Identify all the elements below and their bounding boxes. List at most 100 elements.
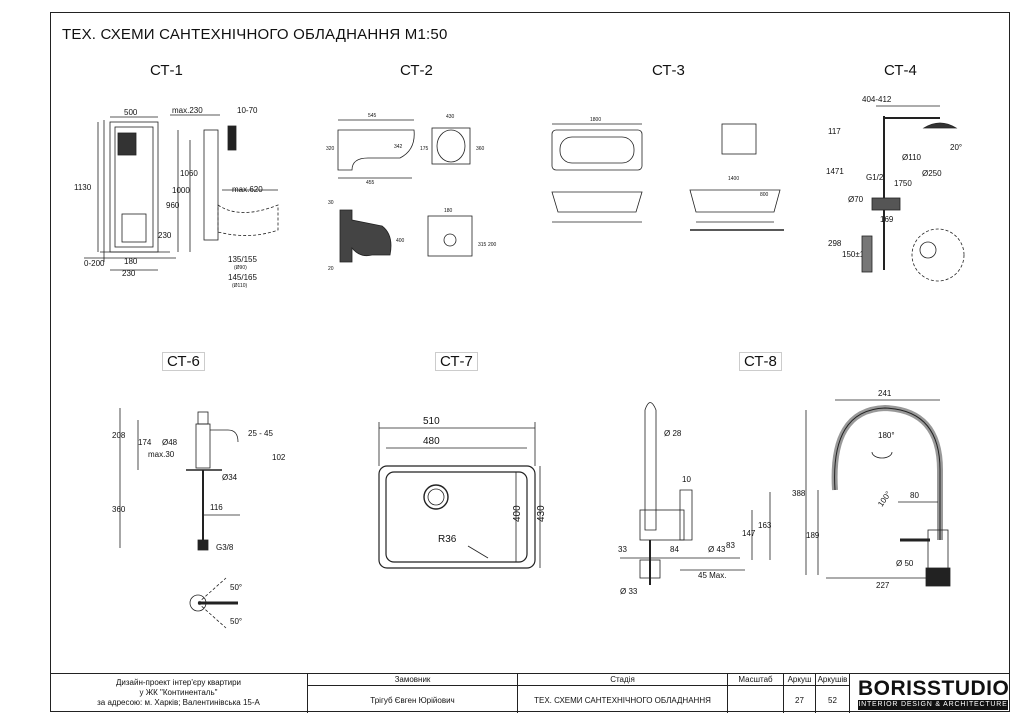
ct7-sink-outer — [378, 465, 536, 569]
ct4-dim-250: Ø250 — [922, 169, 942, 178]
ct2-dim-30: 30 — [328, 200, 334, 206]
ct2-dim-545: 545 — [368, 113, 377, 119]
ct3-bath-end-view — [721, 123, 757, 155]
ct2-dim-342: 342 — [394, 144, 403, 150]
title-block: Дизайн-проект інтер'єру квартири у ЖК "К… — [50, 673, 1010, 713]
label-ct-6: СТ-6 — [162, 352, 205, 371]
ct2-dim-320: 320 — [326, 146, 335, 152]
ct2-dim-20: 20 — [328, 266, 334, 272]
ct8a-dim-10: 10 — [682, 475, 691, 484]
stage-header: Стадія — [518, 675, 727, 686]
ct8b-dim-100deg: 100° — [876, 490, 893, 509]
ct6-fitting — [197, 539, 209, 551]
ct4-dim-70: Ø70 — [848, 195, 864, 204]
ct4-dim-150: 150±15 — [842, 250, 869, 259]
ct1-dim-230h: 230 — [122, 269, 136, 278]
ct2-dim-400: 400 — [396, 238, 405, 244]
label-ct-2: СТ-2 — [400, 62, 433, 79]
ct1-dim-230v: 230 — [158, 231, 172, 240]
ct1-dim-d90: (Ø90) — [234, 265, 247, 271]
ct6-spout — [210, 429, 239, 443]
client-cell: Замовник Трігуб Євген Юрійович — [308, 674, 518, 713]
ct8a-drawing: Ø 28 10 163 147 83 Ø 43 33 84 45 Max. Ø … — [618, 402, 772, 596]
ct8b-spout-outline — [834, 407, 941, 540]
sheets-header: Аркушів — [816, 675, 849, 686]
ct6-dim-50a: 50° — [230, 583, 242, 592]
ct8a-dim-28: Ø 28 — [664, 429, 682, 438]
ct1-dim-1060: 1060 — [180, 169, 198, 178]
stage-value: ТЕХ. СХЕМИ САНТЕХНІЧНОГО ОБЛАДНАННЯ — [534, 695, 711, 705]
ct4-dim-g12: G1/2 — [866, 173, 884, 182]
label-ct-1: СТ-1 — [150, 62, 183, 79]
ct8b-base — [925, 567, 951, 587]
ct8a-body — [639, 509, 685, 541]
logo-main-text: BORISSTUDIO — [858, 677, 1010, 700]
ct3-dim-1400: 1400 — [728, 176, 739, 182]
ct4-mixer-knob — [919, 241, 937, 259]
ct3-dim-1800: 1800 — [590, 117, 601, 123]
ct6-dim-25-45: 25 - 45 — [248, 429, 273, 438]
ct1-dim-1130: 1130 — [74, 183, 92, 192]
ct1-dim-145-165: 145/165 — [228, 273, 257, 282]
ct1-cistern-button — [117, 132, 137, 156]
scale-value — [728, 687, 783, 713]
ct1-dim-135-155: 135/155 — [228, 255, 257, 264]
ct2-dim-180: 180 — [444, 208, 453, 214]
ct7-dim-510: 510 — [423, 416, 440, 427]
ct3-bath-top-view — [551, 129, 643, 171]
label-ct-3: СТ-3 — [652, 62, 685, 79]
ct8a-dim-147: 147 — [742, 529, 756, 538]
ct8a-spout — [644, 402, 657, 531]
ct3-dim-800: 800 — [760, 192, 769, 198]
sheet-cell: Аркуш 27 — [784, 674, 816, 713]
ct4-dim-169: 169 — [880, 215, 894, 224]
ct2-dim-430: 430 — [446, 114, 455, 120]
ct8b-dim-180deg: 180° — [878, 431, 895, 440]
ct1-dim-180: 180 — [124, 257, 138, 266]
ct8b-dim-227: 227 — [876, 581, 890, 590]
scale-header: Масштаб — [728, 675, 783, 686]
ct1-wall-button — [227, 125, 237, 151]
ct2-dim-455: 455 — [366, 180, 375, 186]
ct8b-dim-241: 241 — [878, 389, 892, 398]
ct8a-dim-163: 163 — [758, 521, 772, 530]
ct8a-dim-83: 83 — [726, 541, 735, 550]
ct8b-spout — [831, 404, 943, 540]
title-block-project: Дизайн-проект інтер'єру квартири у ЖК "К… — [50, 674, 308, 713]
ct4-mixer — [871, 197, 901, 211]
client-value: Трігуб Євген Юрійович — [370, 695, 455, 705]
ct8b-dim-189: 189 — [806, 531, 820, 540]
stage-cell: Стадія ТЕХ. СХЕМИ САНТЕХНІЧНОГО ОБЛАДНАН… — [518, 674, 728, 713]
ct6-mixer-body — [195, 423, 211, 469]
ct2-dim-175: 175 — [420, 146, 429, 152]
ct1-dim-10-70: 10-70 — [237, 106, 258, 115]
label-ct-7: СТ-7 — [435, 352, 478, 371]
ct4-dim-298: 298 — [828, 239, 842, 248]
ct8a-dim-43: Ø 43 — [708, 545, 726, 554]
ct6-dim-208: 208 — [112, 431, 126, 440]
ct8a-nut — [639, 559, 661, 579]
logo-sub-text: INTERIOR DESIGN & ARCHITECTURE — [858, 700, 1008, 710]
ct1-dim-1000: 1000 — [172, 186, 190, 195]
ct3-bath-side-view — [551, 191, 643, 213]
ct4-drawing: 404-412 117 1471 20° Ø110 Ø250 G1/2 1750… — [826, 95, 965, 282]
scale-cell: Масштаб — [728, 674, 784, 713]
ct4-dim-110: Ø110 — [902, 153, 922, 162]
ct8a-lever — [679, 489, 693, 541]
ct4-dim-404: 404-412 — [862, 95, 892, 104]
ct8a-dim-45max: 45 Max. — [698, 571, 726, 580]
ct8a-dim-33b: Ø 33 — [620, 587, 638, 596]
label-ct-4: СТ-4 — [884, 62, 917, 79]
ct4-dim-20deg: 20° — [950, 143, 962, 152]
ct1-wc-bowl-outline — [217, 204, 279, 236]
ct8b-dim-388: 388 — [792, 489, 806, 498]
client-header: Замовник — [308, 675, 517, 686]
ct6-dim-g38: G3/8 — [216, 543, 234, 552]
ct2-dim-315: 315 — [478, 242, 487, 248]
ct7-dim-430: 430 — [536, 505, 547, 522]
studio-logo: BORISSTUDIO INTERIOR DESIGN & ARCHITECTU… — [850, 674, 1010, 713]
ct2-rear-view — [427, 215, 473, 257]
ct2-outlet-circle — [443, 233, 457, 247]
ct2-drawing: 545 455 320 342 430 360 175 30 400 20 18… — [326, 113, 497, 272]
